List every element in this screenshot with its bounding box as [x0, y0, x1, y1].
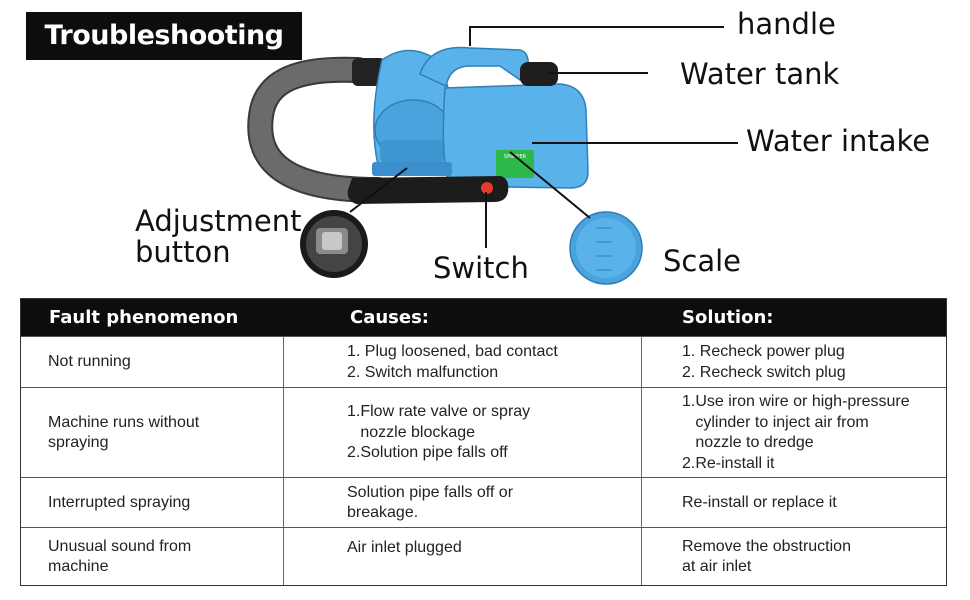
adjustment-button-label-line1: Adjustment — [135, 204, 302, 238]
fault-cell: Machine runs without spraying — [48, 388, 278, 478]
cell-line: 1. Plug loosened, bad contact — [347, 343, 558, 360]
water-tank-label: Water tank — [680, 57, 840, 91]
cell-line: 2. Recheck switch plug — [682, 363, 846, 381]
cell-line: breakage. — [347, 504, 419, 521]
page-title: Troubleshooting — [26, 12, 302, 60]
solution-cell: 1. Recheck power plug 2. Recheck switch … — [682, 337, 944, 388]
solution-cell: Re-install or replace it — [682, 478, 944, 528]
header-solution: Solution: — [682, 307, 774, 328]
cell-line: Unusual sound from — [48, 537, 192, 555]
table-row: Not running 1. Plug loosened, bad contac… — [21, 336, 946, 388]
header-causes: Causes: — [350, 307, 430, 328]
switch-label: Switch — [433, 251, 529, 285]
cell-line: Not running — [48, 353, 131, 371]
header-fault: Fault phenomenon — [49, 307, 239, 328]
table-row: Unusual sound from machine Air inlet plu… — [21, 527, 946, 586]
cell-line: Air inlet plugged — [347, 539, 462, 556]
table-header: Fault phenomenon Causes: Solution: — [21, 299, 946, 336]
cell-line: 1.Use iron wire or high-pressure — [682, 393, 910, 410]
scale-label: Scale — [663, 244, 742, 278]
cell-line: Remove the obstruction — [682, 537, 851, 555]
sprayer-illustration: SPRAYER — [247, 26, 738, 285]
troubleshooting-table: Fault phenomenon Causes: Solution: Not r… — [20, 298, 947, 586]
fault-cell: Not running — [48, 337, 278, 388]
causes-cell: Solution pipe falls off or breakage. — [347, 478, 637, 528]
fault-cell: Interrupted spraying — [48, 478, 278, 528]
cell-line: cylinder to inject air from — [682, 413, 869, 431]
cell-line: at air inlet — [682, 558, 752, 575]
cell-line: nozzle to dredge — [682, 434, 814, 451]
handle-shape — [419, 46, 530, 88]
product-sticker — [496, 150, 534, 178]
cell-line: nozzle blockage — [347, 423, 476, 441]
solution-cell: 1.Use iron wire or high-pressure cylinde… — [682, 388, 944, 478]
table-row: Interrupted spraying Solution pipe falls… — [21, 477, 946, 528]
cell-line: spraying — [48, 434, 109, 451]
handle-label: handle — [737, 7, 836, 41]
causes-cell: 1.Flow rate valve or spray nozzle blocka… — [347, 388, 637, 478]
handle-leader — [469, 26, 724, 46]
table-row: Machine runs without spraying 1.Flow rat… — [21, 387, 946, 478]
cell-line: 1. Recheck power plug — [682, 343, 845, 360]
cell-line: Interrupted spraying — [48, 493, 191, 511]
causes-cell: Air inlet plugged — [347, 528, 637, 586]
causes-cell: 1. Plug loosened, bad contact 2. Switch … — [347, 337, 637, 388]
adjustment-leader — [349, 167, 408, 213]
cell-line: 2.Re-install it — [682, 454, 775, 472]
column-divider — [641, 336, 642, 585]
cell-line: machine — [48, 558, 109, 575]
cell-line: Re-install or replace it — [682, 493, 837, 511]
cell-line: Solution pipe falls off or — [347, 483, 514, 501]
solution-cell: Remove the obstruction at air inlet — [682, 528, 944, 586]
cell-line: 2. Switch malfunction — [347, 363, 499, 381]
water-tank-body — [442, 83, 589, 189]
column-divider — [283, 336, 284, 585]
fault-cell: Unusual sound from machine — [48, 528, 278, 586]
cell-line: 1.Flow rate valve or spray — [347, 403, 531, 421]
adjustment-button-label-line2: button — [135, 235, 231, 269]
cell-line: 2.Solution pipe falls off — [347, 444, 508, 462]
base-plate — [372, 162, 452, 176]
cell-line: Machine runs without — [48, 413, 200, 431]
scale-leader — [509, 151, 591, 219]
water-intake-label: Water intake — [746, 124, 931, 158]
